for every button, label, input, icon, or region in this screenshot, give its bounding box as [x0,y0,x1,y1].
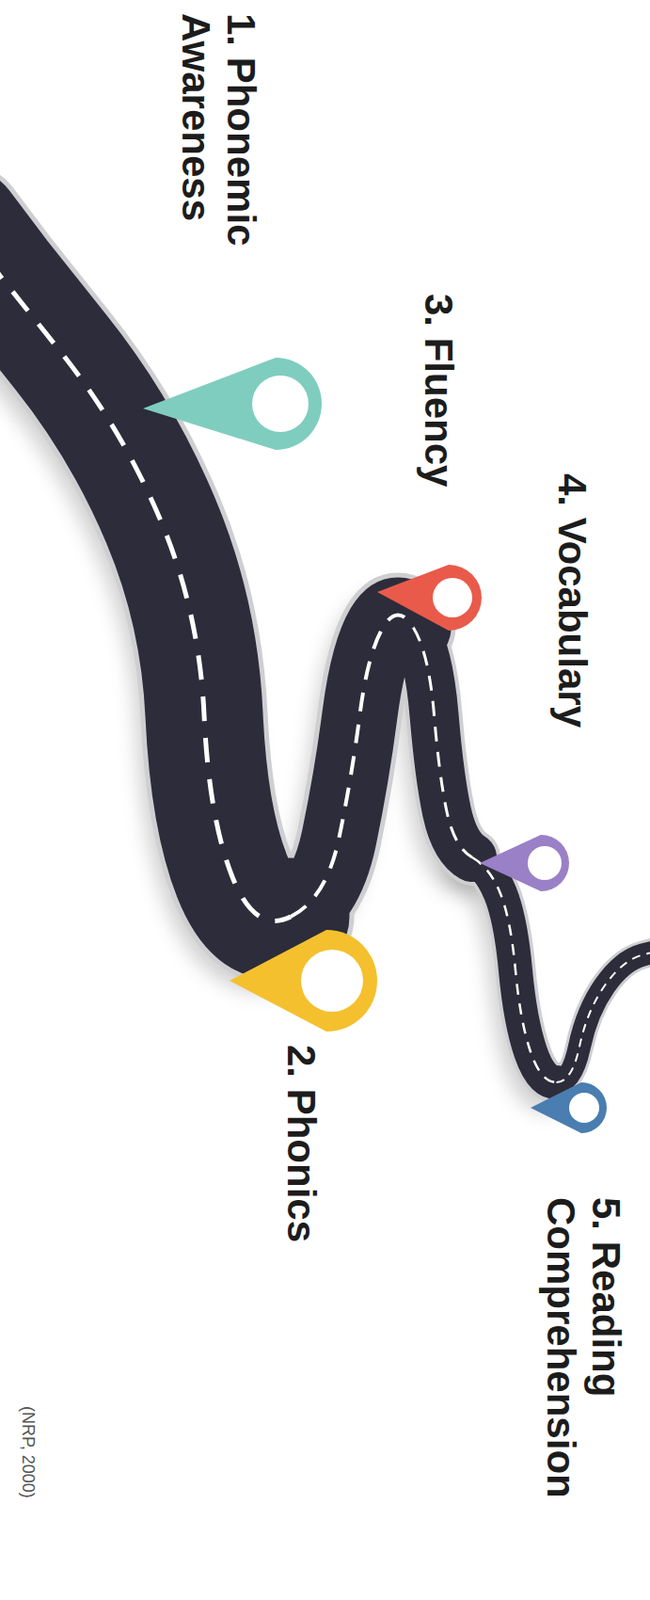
map-pin [377,564,482,631]
map-pin [229,929,378,1031]
map-pin [530,1081,607,1133]
citation: (NRP, 2000) [17,1405,38,1594]
step-label: 5. Reading Comprehension [537,1196,629,1573]
road-edge [0,225,650,1082]
step-label: 4. Vocabulary [549,473,595,850]
road-centre-line [0,225,650,1082]
step-label: 1. Phonemic Awareness [172,13,264,315]
map-pin [142,357,322,450]
step-label: 3. Fluency [415,293,461,595]
road-surface [0,225,650,1082]
map-pin [479,834,570,891]
step-label: 2. Phonics [278,1044,324,1346]
